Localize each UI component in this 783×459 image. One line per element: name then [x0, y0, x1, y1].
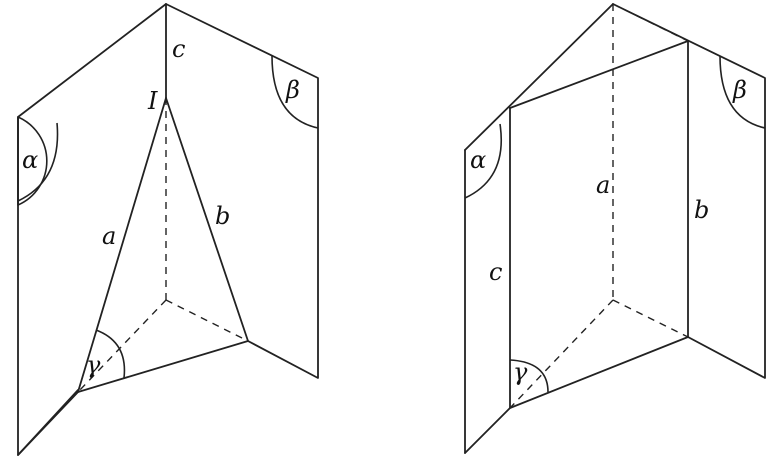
left-face-bottom-edge	[17, 391, 79, 456]
left-label-a: a	[102, 222, 116, 250]
right-label-alpha: α	[470, 146, 486, 174]
left-label-gamma: γ	[86, 351, 101, 379]
right-hidden-base-2	[612, 299, 689, 338]
left-gamma-arc	[95, 329, 126, 379]
left-edge-a	[77, 97, 167, 393]
left-alpha-arc-curve	[17, 122, 59, 202]
left-hidden-base-1	[77, 299, 167, 393]
left-base-edge	[77, 340, 249, 393]
right-right-face-outline	[612, 3, 766, 379]
right-left-face-top-edge	[464, 3, 614, 151]
right-base-edge	[509, 336, 689, 409]
right-label-a: a	[596, 171, 610, 199]
right-label-c: c	[489, 258, 502, 286]
right-alpha-arc	[464, 123, 502, 199]
left-hidden-base-2	[165, 299, 249, 342]
left-label-alpha: α	[22, 146, 38, 174]
left-figure: I c a b α β γ	[17, 3, 319, 456]
right-hidden-base-1	[509, 299, 614, 409]
left-label-vertex-i: I	[147, 87, 158, 115]
left-alpha-arc	[17, 116, 48, 206]
right-label-beta: β	[732, 76, 747, 104]
right-figure: α β γ a b c	[464, 3, 766, 454]
right-section-top-edge	[509, 40, 689, 109]
left-label-c: c	[172, 35, 185, 63]
right-hidden-top	[612, 3, 689, 42]
right-face-outline	[165, 3, 319, 379]
left-beta-arc	[271, 55, 319, 129]
left-label-beta: β	[285, 76, 300, 104]
left-edge-b	[165, 97, 249, 342]
right-beta-arc	[719, 55, 766, 129]
right-label-b: b	[694, 196, 709, 224]
right-gamma-arc	[509, 359, 549, 393]
right-label-gamma: γ	[513, 358, 528, 386]
left-label-b: b	[215, 202, 230, 230]
